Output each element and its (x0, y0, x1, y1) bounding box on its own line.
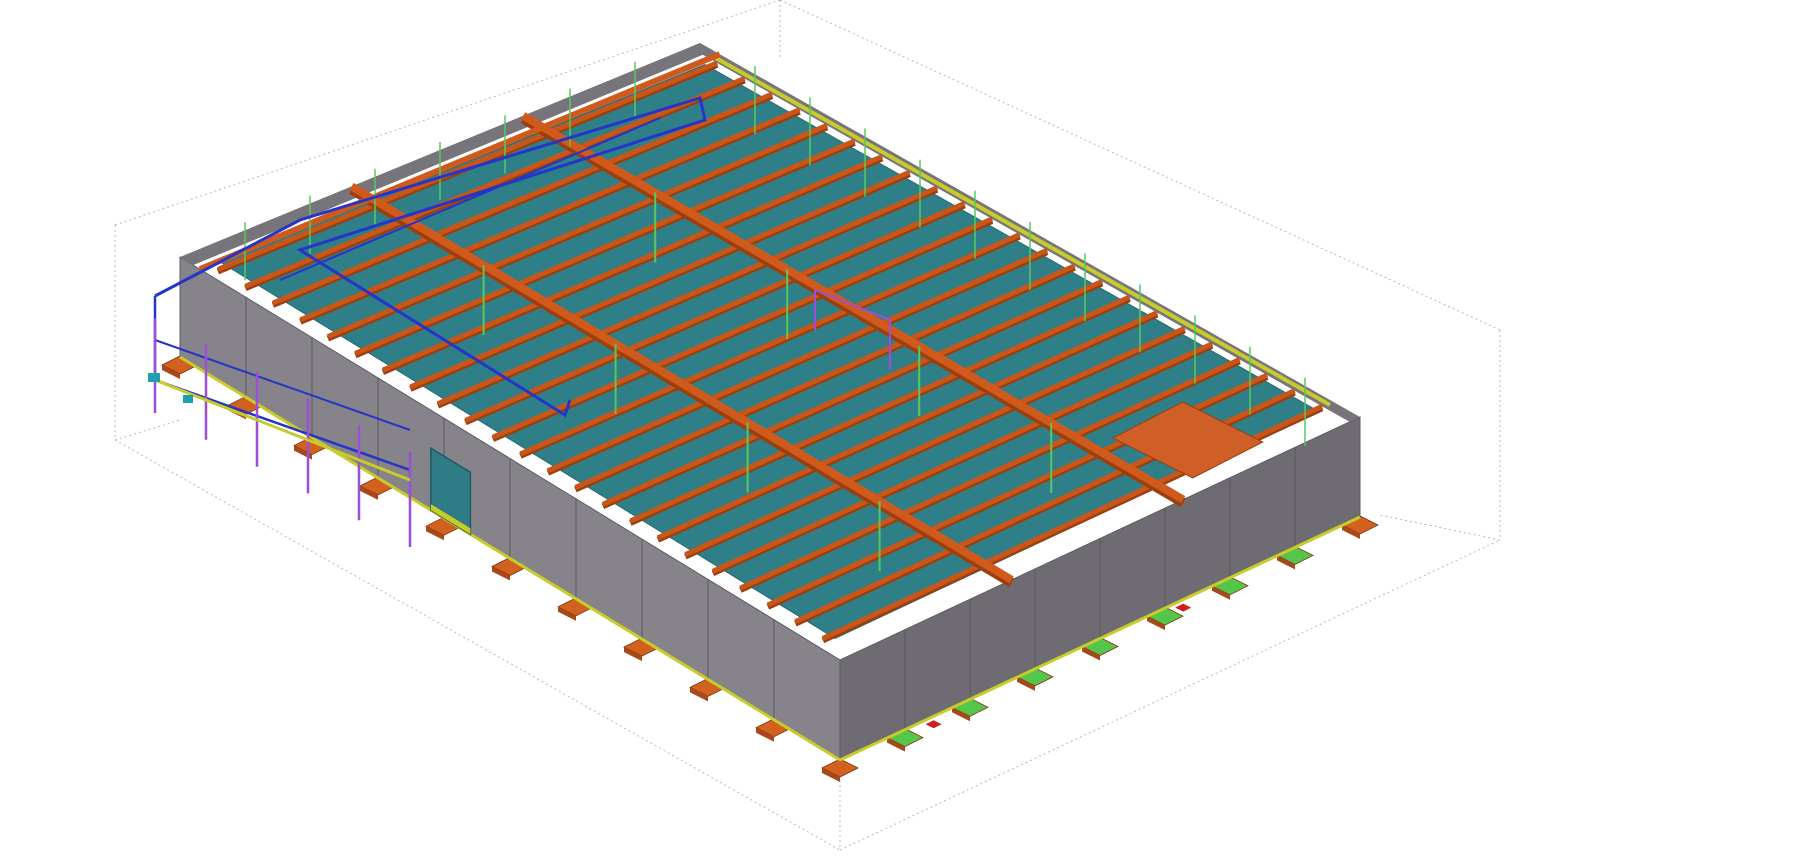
footing-front-5-side (492, 566, 510, 581)
purlin-5 (326, 123, 829, 339)
eave-beam-back-left (198, 51, 721, 272)
purlin-2 (244, 76, 746, 289)
footing-flag-b (1175, 603, 1192, 612)
footing-right-1-side (887, 737, 905, 752)
purlin-12 (519, 232, 1021, 457)
footing-front-0-side (162, 365, 180, 379)
purlin-13 (546, 247, 1049, 473)
purlin-4 (299, 107, 801, 323)
footing-front-4-side (426, 526, 444, 541)
footing-right-4-side (1082, 646, 1100, 661)
deck-edge-dashed-right (834, 418, 1319, 647)
brace-inner-run (279, 117, 661, 281)
roof-purlins (216, 60, 1324, 644)
mezzanine-frame (148, 96, 891, 547)
bbox-edge-4 (114, 439, 841, 851)
purlin-19 (711, 341, 1214, 574)
footing-front-8-side (690, 687, 708, 702)
mezz-base-plate (148, 373, 160, 382)
purlin-7 (381, 154, 884, 373)
interior-frame (814, 289, 891, 370)
girder-1 (521, 112, 1186, 504)
mezz-base-plate-2 (183, 395, 193, 403)
overhead-door[interactable] (430, 446, 472, 536)
girder-0 (349, 182, 1014, 584)
base-strip-left (179, 355, 841, 762)
purlin-20 (739, 357, 1241, 591)
mezz-rail-mid (154, 339, 411, 431)
scene-bounding-box (114, 0, 1501, 851)
footing-right-3-side (1017, 676, 1035, 691)
footing-flag-a (925, 720, 942, 729)
brace-roof-run (154, 96, 707, 418)
roof-girders (198, 51, 1264, 588)
exterior-walls (179, 43, 1361, 762)
purlin-16 (629, 294, 1131, 524)
bbox-edge-1 (779, 0, 1501, 331)
bbox-edge-5 (839, 539, 1501, 851)
purlin-18 (684, 325, 1186, 557)
footing-front-7-side (624, 647, 642, 662)
purlin-1 (216, 60, 719, 272)
footing-right-8-side (1342, 525, 1360, 539)
footing-right-7-side (1277, 555, 1295, 570)
footing-right-2-side (952, 707, 970, 722)
purlin-8 (409, 169, 911, 390)
purlin-3 (271, 91, 774, 306)
footing-front-3-side (360, 485, 378, 500)
base-strip-right (839, 515, 1361, 762)
footing-front-6-side (558, 606, 576, 621)
footing-right-5-side (1147, 616, 1165, 631)
footing-front-10-side (822, 768, 840, 782)
bbox-edge-9 (114, 419, 181, 441)
bbox-edge-0 (114, 0, 781, 226)
bbox-edge-8 (1379, 514, 1501, 541)
footing-front-9-side (756, 727, 774, 742)
footing-right-6-side (1212, 585, 1230, 600)
interior-columns (244, 61, 1306, 572)
purlin-9 (436, 185, 939, 406)
purlin-15 (601, 279, 1104, 507)
loft-platform (1111, 401, 1264, 479)
purlin-14 (574, 263, 1076, 490)
purlin-17 (656, 310, 1159, 541)
mezz-deck-edge (154, 378, 411, 482)
purlin-10 (464, 201, 966, 423)
purlin-11 (491, 216, 994, 440)
eave-strip-back (712, 54, 1331, 407)
wall-back-left-top (180, 43, 714, 266)
purlin-6 (354, 138, 856, 356)
overhead-door-threshold (430, 504, 471, 535)
